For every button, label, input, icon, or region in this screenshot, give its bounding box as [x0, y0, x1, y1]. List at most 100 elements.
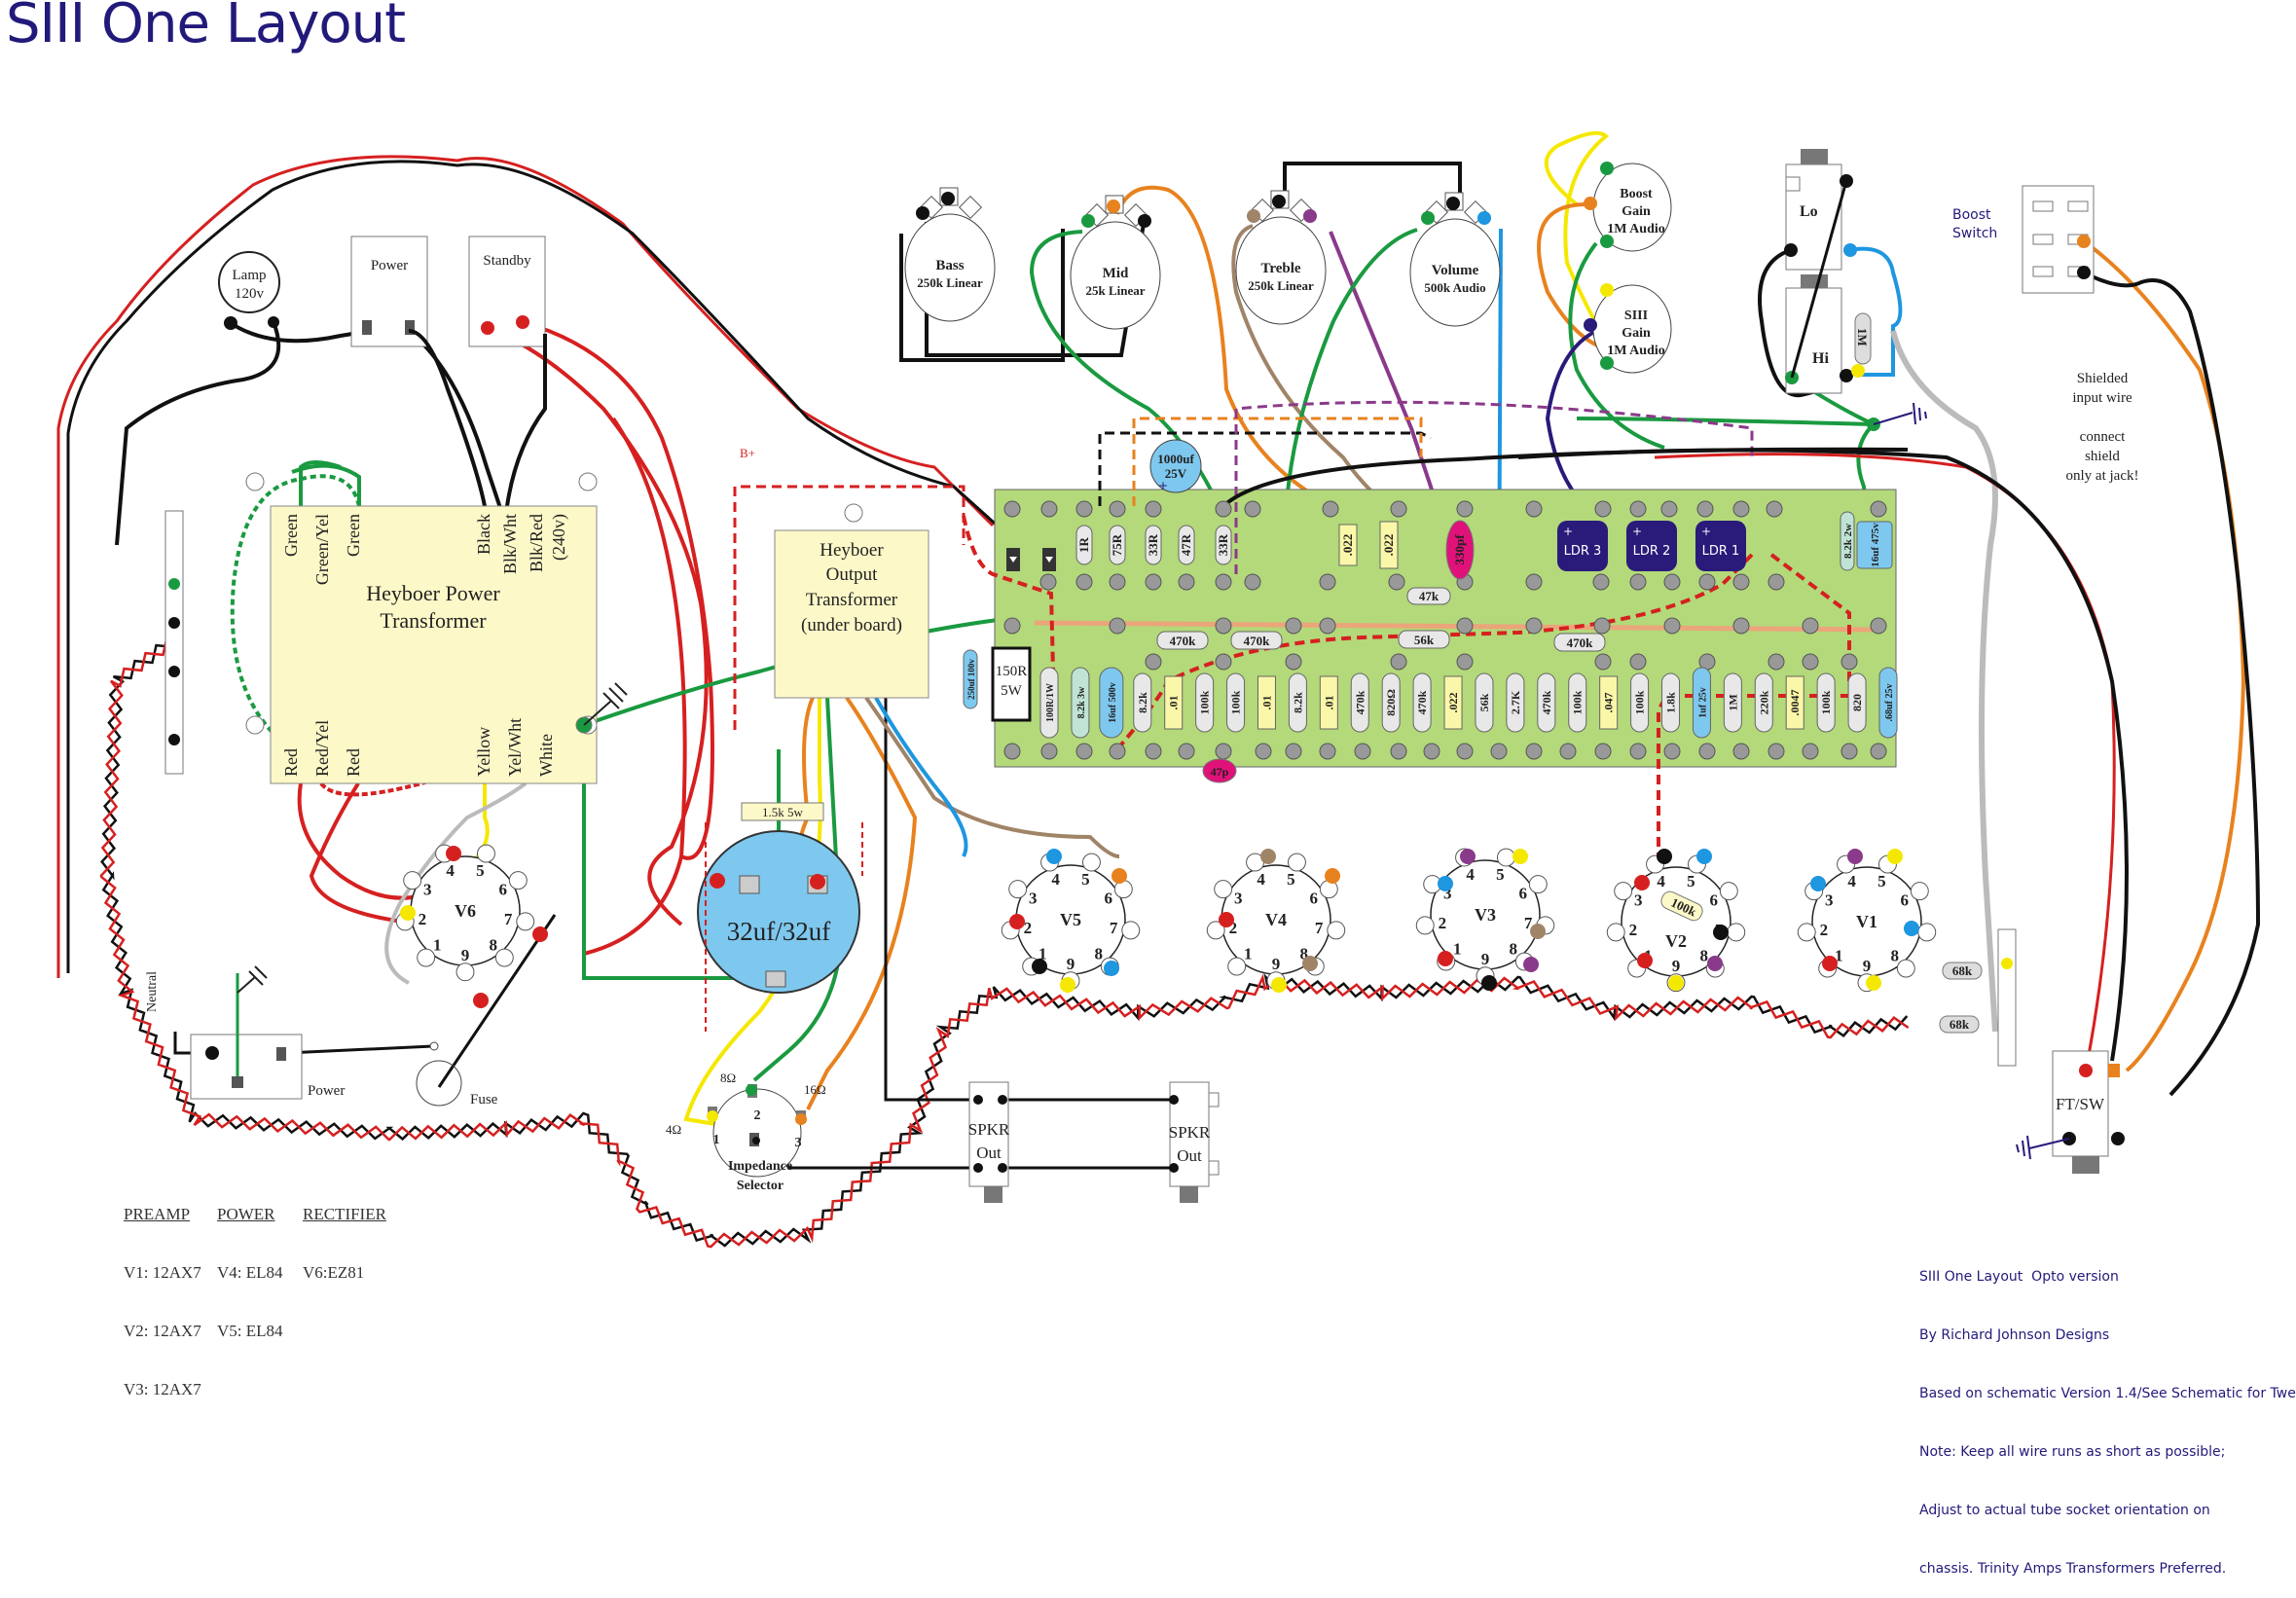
gain-pot-label: Gain: [1622, 204, 1651, 219]
solder-joint: [1810, 876, 1826, 891]
footswitch-jack[interactable]: FT/SW: [2052, 1050, 2125, 1174]
board-component: [1443, 675, 1463, 730]
component-value: 100k: [1198, 690, 1212, 714]
power-switch-label: Power: [371, 258, 408, 273]
turret-eyelet: [1215, 500, 1232, 518]
board-component: [1075, 525, 1093, 565]
turret-eyelet: [1456, 653, 1474, 671]
turret-eyelet: [1145, 500, 1162, 518]
pin-number: 4: [1466, 865, 1475, 884]
turret-eyelet: [1525, 573, 1543, 591]
solder-joint: [1657, 849, 1672, 864]
component-value: 2.7K: [1509, 690, 1522, 714]
turret-eyelet: [1663, 743, 1681, 760]
ldr-label: LDR 2: [1633, 544, 1671, 559]
power-heading: POWER: [217, 1205, 275, 1223]
pot-name: Mid: [1103, 266, 1129, 281]
pin-number: 1: [1835, 946, 1843, 964]
board-component: [1537, 672, 1556, 733]
board-component: [1847, 672, 1867, 733]
solder-joint: [1822, 956, 1838, 971]
pin-number: 6: [1519, 885, 1528, 903]
component-value: 100k: [1571, 690, 1585, 714]
board-component: [1568, 672, 1587, 733]
ldr-polarity: +: [1701, 525, 1711, 538]
board-component: [1661, 672, 1681, 733]
tube-socket-v2: 123456789V2: [1606, 854, 1746, 993]
tap-16-ohm: 16Ω: [804, 1082, 826, 1097]
solder-joint: [400, 905, 416, 921]
turret-eyelet: [1354, 743, 1371, 760]
board-component: [1840, 511, 1855, 571]
board-component: [1816, 672, 1836, 733]
turret-eyelet: [1285, 653, 1302, 671]
note-line-4: Note: Keep all wire runs as short as pos…: [1919, 1444, 2226, 1460]
turret-eyelet: [1244, 500, 1261, 518]
pin-number: 3: [1443, 885, 1452, 903]
component-value: .68uf 25v: [1884, 684, 1895, 722]
component-value: 100R/1W: [1045, 683, 1056, 722]
standby-switch[interactable]: Standby: [468, 236, 546, 347]
board-component: [1071, 667, 1090, 739]
board-component: [1338, 524, 1358, 566]
b-plus-label: B+: [740, 446, 755, 460]
solder-joint: [1060, 977, 1075, 993]
turret-eyelet: [1215, 617, 1232, 635]
board-component: [1145, 525, 1162, 565]
tube-label: V4: [1265, 910, 1287, 929]
shield-note-line-2: input wire: [2072, 390, 2132, 406]
turret-eyelet: [1109, 500, 1126, 518]
design-notes: SIII One Layout Opto version By Richard …: [1919, 1228, 2296, 1598]
solder-joint: [1481, 975, 1497, 991]
component-value: 8.2k 2w: [1842, 524, 1854, 559]
turret-eyelet: [1802, 653, 1819, 671]
turret-eyelet: [1768, 653, 1785, 671]
pin-number: 4: [1051, 870, 1060, 889]
turret-eyelet: [1285, 617, 1302, 635]
turret-eyelet: [1456, 743, 1474, 760]
board-component: [1381, 672, 1401, 733]
board-component: [1195, 672, 1215, 733]
component-value: 16uf 500v: [1108, 682, 1118, 722]
power-switch[interactable]: Power: [350, 236, 428, 347]
pin-number: 3: [1029, 890, 1038, 908]
turret-eyelet: [1319, 573, 1336, 591]
solder-joint: [1046, 849, 1062, 864]
turret-eyelet: [1802, 617, 1819, 635]
boost-switch[interactable]: [2022, 185, 2095, 294]
input-jack-hi[interactable]: [1785, 274, 1872, 394]
solder-joint: [1325, 868, 1340, 884]
ldr-polarity: +: [1563, 525, 1573, 538]
impedance-selector[interactable]: 4Ω 8Ω 16Ω 1 2 3 Impedance Selector: [666, 1071, 826, 1193]
pin-number: 1: [1453, 939, 1462, 958]
preamp-v1: V1: 12AX7: [124, 1263, 201, 1282]
heater-wiring: [99, 636, 1910, 1249]
pt-top-lead-label: Green: [344, 514, 363, 557]
heater-wire: [99, 636, 1910, 1249]
solder-joint: [1847, 849, 1863, 864]
speaker-jack-2-label-1: SPKR: [1169, 1123, 1211, 1142]
tap-8-ohm: 8Ω: [720, 1071, 736, 1085]
component-value: 33R: [1216, 533, 1230, 556]
component-value: 8.2k 3w: [1076, 686, 1087, 719]
solder-joint: [1668, 975, 1684, 991]
component-value: 33R: [1146, 533, 1160, 556]
footswitch-label: FT/SW: [2056, 1095, 2105, 1113]
component-value: 470k: [1540, 690, 1553, 714]
input-jack-lo[interactable]: [1784, 149, 1857, 271]
turret-eyelet: [1663, 573, 1681, 591]
pin-number: 1: [433, 935, 442, 954]
turret-eyelet: [1732, 743, 1750, 760]
pt-top-lead-label: Green/Yel: [312, 514, 332, 585]
pt-title-2: Transformer: [380, 608, 487, 633]
speaker-jack-2-label-2: Out: [1177, 1146, 1202, 1165]
